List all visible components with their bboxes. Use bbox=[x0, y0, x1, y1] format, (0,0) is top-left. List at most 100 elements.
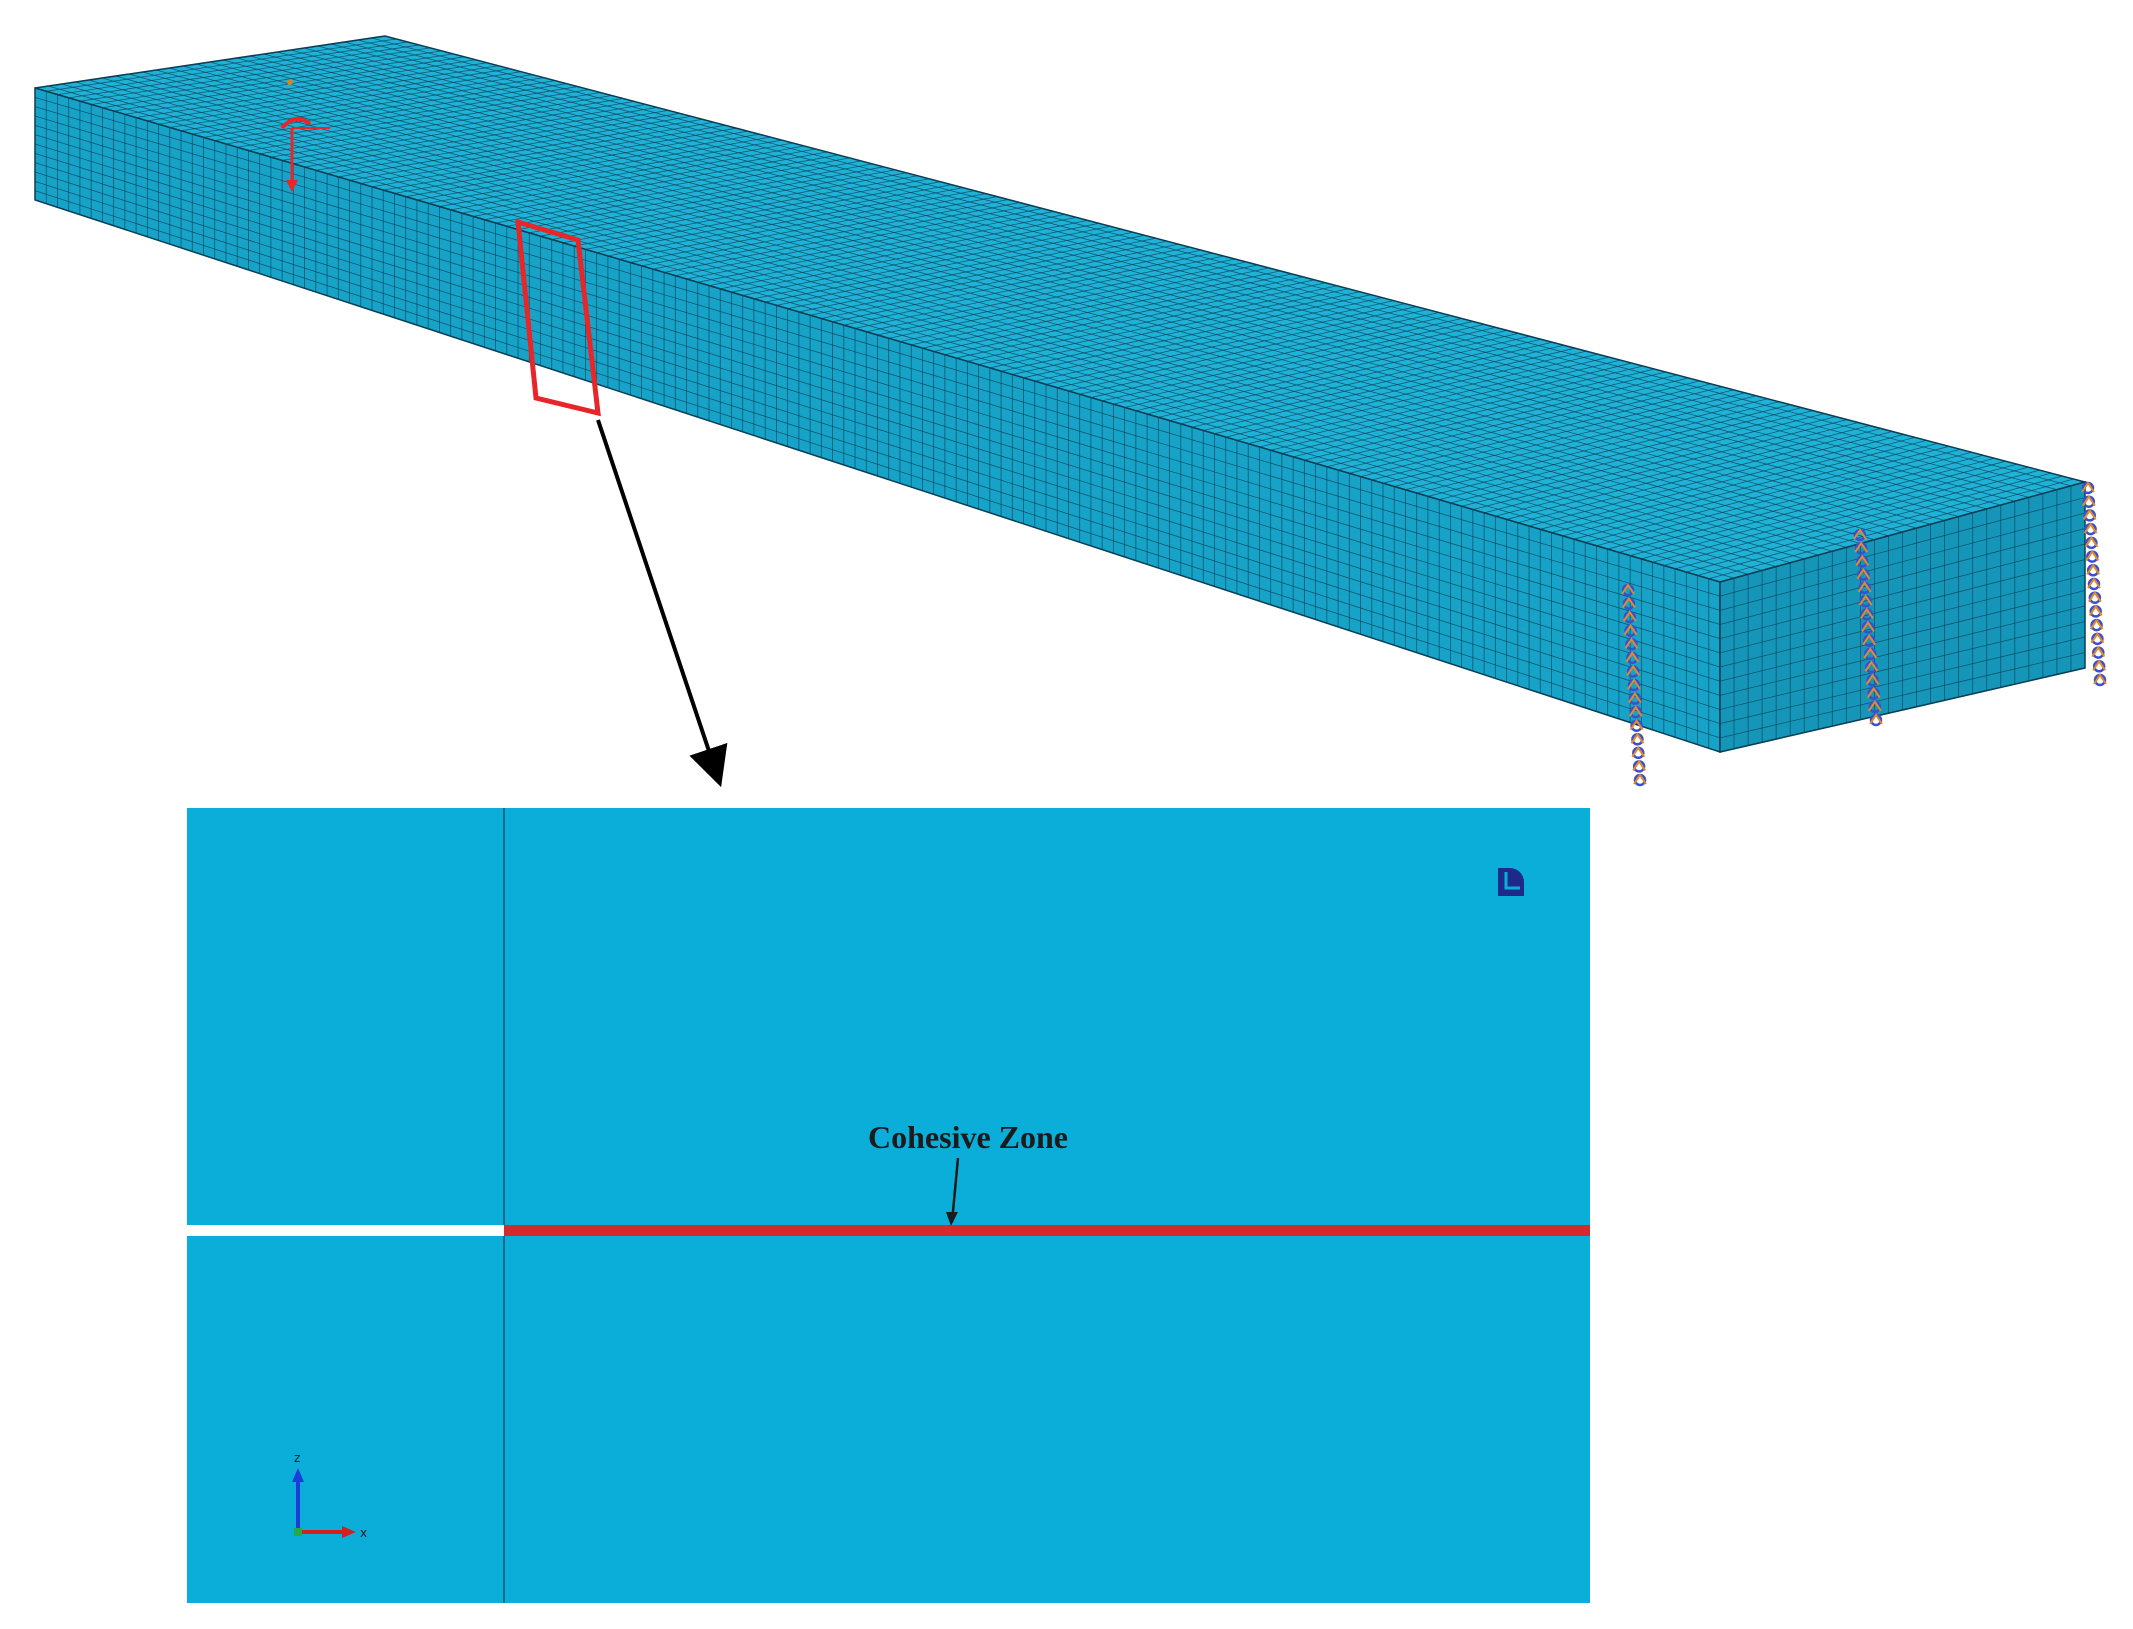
boundary-marker-arrow bbox=[1622, 610, 1637, 622]
boundary-marker-arrow bbox=[1621, 583, 1635, 595]
mesh-line bbox=[1719, 543, 2086, 640]
mesh-line bbox=[1719, 636, 2086, 725]
mesh-line bbox=[34, 143, 1721, 668]
boundary-marker-arrow bbox=[1625, 651, 1640, 663]
boundary-marker-arrow bbox=[1864, 660, 1879, 672]
boundary-marker-arrow bbox=[2084, 536, 2099, 548]
boundary-marker-arrow bbox=[1630, 732, 1645, 744]
boundary-marker-arrow bbox=[2085, 549, 2100, 562]
mesh-grid-lines bbox=[34, 35, 2086, 753]
boundary-marker-arrow bbox=[1627, 678, 1641, 690]
boundary-marker-arrow bbox=[1865, 673, 1880, 685]
mesh-line bbox=[1719, 667, 2086, 753]
mesh-line bbox=[61, 83, 1749, 575]
boundary-marker-arrow bbox=[1855, 554, 1870, 566]
mesh-line bbox=[34, 190, 1721, 739]
mesh-line bbox=[304, 47, 2001, 506]
boundary-marker-arrow bbox=[1628, 691, 1642, 704]
mesh-line bbox=[88, 79, 1777, 567]
mesh-line bbox=[209, 61, 1903, 533]
mesh-line bbox=[384, 35, 2086, 483]
boundary-marker-arrow bbox=[1622, 596, 1636, 609]
mesh-line bbox=[250, 55, 1945, 521]
mesh-line bbox=[34, 171, 1721, 710]
boundary-marker-arrow bbox=[2083, 522, 2098, 534]
boundary-marker-arrow bbox=[1631, 746, 1646, 758]
boundary-marker-arrow bbox=[1629, 718, 1644, 731]
mesh-line bbox=[223, 59, 1917, 529]
mesh-line bbox=[129, 73, 1819, 556]
boundary-condition-icon bbox=[1621, 481, 2107, 787]
mesh-line bbox=[236, 57, 1931, 525]
mesh-line bbox=[1719, 605, 2086, 696]
boundary-marker-arrow bbox=[1862, 633, 1876, 646]
mesh-line bbox=[182, 65, 1875, 541]
boundary-marker-arrow bbox=[2081, 481, 2095, 493]
mesh-line bbox=[263, 53, 1959, 518]
boundary-marker-arrow bbox=[2082, 508, 2097, 520]
mesh-line bbox=[1719, 497, 2086, 597]
mesh-line bbox=[371, 37, 2072, 487]
boundary-marker-arrow bbox=[2091, 645, 2106, 658]
triad-x-label: x bbox=[360, 1526, 367, 1540]
mesh-line bbox=[48, 85, 1735, 579]
cohesive-zone-pointer bbox=[950, 1157, 960, 1223]
mesh-line bbox=[34, 87, 1721, 583]
boundary-marker-arrow bbox=[1854, 541, 1868, 553]
mesh-line bbox=[357, 39, 2058, 491]
mesh-line bbox=[34, 162, 1721, 696]
mesh-line bbox=[34, 96, 1721, 597]
mesh-line bbox=[169, 67, 1861, 544]
mesh-line bbox=[1719, 481, 2086, 583]
mesh-line bbox=[1719, 559, 2086, 654]
boundary-marker-arrow bbox=[1861, 620, 1875, 633]
boundary-marker-arrow bbox=[2086, 563, 2100, 575]
mesh-line bbox=[1719, 574, 2086, 668]
mesh-line bbox=[344, 41, 2043, 494]
boundary-marker-arrow bbox=[1624, 637, 1639, 649]
boundary-marker-arrow bbox=[1626, 664, 1640, 676]
detail-background bbox=[187, 808, 1590, 1603]
boundary-marker-arrow bbox=[1623, 623, 1638, 636]
detail-view-panel: Cohesive Zone z x bbox=[187, 808, 1590, 1603]
boundary-marker-arrow bbox=[1633, 773, 1647, 785]
boundary-marker-arrow bbox=[2082, 494, 2096, 507]
mesh-line bbox=[34, 152, 1721, 682]
mesh-line bbox=[34, 124, 1721, 640]
boundary-marker-arrow bbox=[1853, 528, 1867, 540]
boundary-marker-arrow bbox=[2088, 604, 2103, 616]
boundary-marker-arrow bbox=[1632, 759, 1646, 771]
mesh-line bbox=[34, 106, 1721, 611]
cohesive-zone-layer bbox=[504, 1225, 1590, 1236]
boundary-marker-arrow bbox=[1863, 647, 1878, 659]
mesh-line bbox=[1719, 512, 2086, 611]
boundary-marker-arrow bbox=[1866, 686, 1881, 699]
mesh-line bbox=[317, 45, 2015, 502]
mesh-line bbox=[1719, 621, 2086, 710]
boundary-marker-arrow bbox=[1628, 705, 1643, 717]
boundary-marker-arrow bbox=[2087, 577, 2101, 589]
boundary-marker-arrow bbox=[1869, 713, 1883, 725]
crack-gap bbox=[187, 1225, 504, 1236]
cohesive-zone-pointer-head bbox=[946, 1212, 958, 1226]
boundary-marker-arrow bbox=[1857, 581, 1872, 593]
mesh-line bbox=[1719, 652, 2086, 739]
coordinate-triad-icon: z x bbox=[292, 1451, 367, 1540]
mesh-line bbox=[102, 77, 1791, 564]
mesh-line bbox=[1719, 528, 2086, 625]
boundary-marker-arrow bbox=[2089, 618, 2104, 630]
mesh-line bbox=[34, 115, 1721, 625]
mesh-line bbox=[1719, 590, 2086, 682]
triad-z-label: z bbox=[294, 1451, 300, 1465]
boundary-marker-arrow bbox=[2090, 632, 2105, 644]
mesh-line bbox=[142, 71, 1833, 552]
beam-mesh-model bbox=[34, 35, 2088, 754]
mesh-line bbox=[277, 51, 1973, 514]
boundary-marker-arrow bbox=[1858, 594, 1873, 606]
mesh-line bbox=[196, 63, 1889, 537]
boundary-marker-arrow bbox=[2093, 673, 2107, 685]
mesh-line bbox=[34, 199, 1721, 753]
boundary-marker-arrow bbox=[1856, 567, 1871, 580]
boundary-marker-arrow bbox=[1860, 607, 1874, 619]
